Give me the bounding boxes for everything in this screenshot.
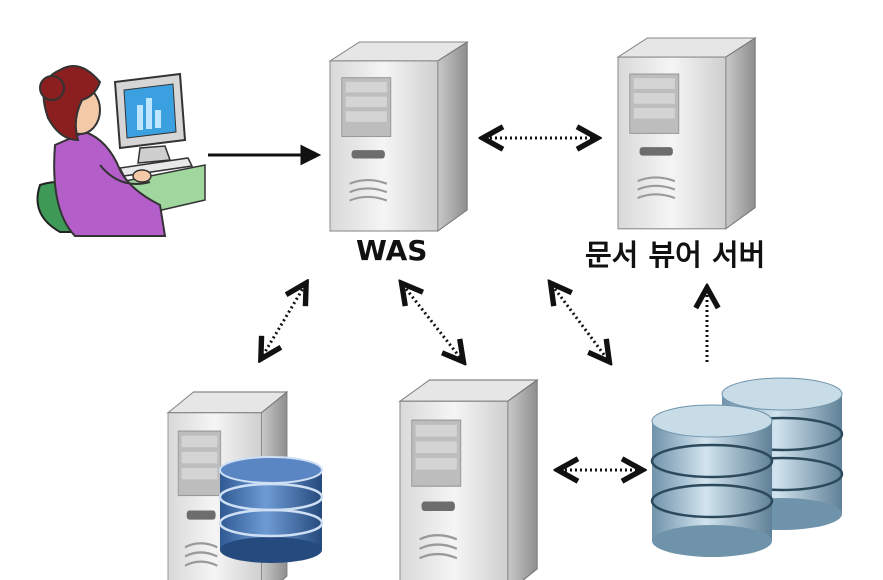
doc-viewer-server-label: 문서 뷰어 서버 [585,238,766,272]
database-stack-icon [650,376,844,559]
was-left-server-arrow [262,285,305,357]
was-database-arrow [552,285,608,360]
middle-server-icon [398,378,539,580]
user-at-computer-icon [36,65,206,237]
doc-viewer-server-icon [616,36,757,230]
database-icon [218,456,324,563]
was-middle-server-arrow [403,285,462,360]
was-label: WAS [356,234,428,267]
was-server-icon [328,40,469,233]
